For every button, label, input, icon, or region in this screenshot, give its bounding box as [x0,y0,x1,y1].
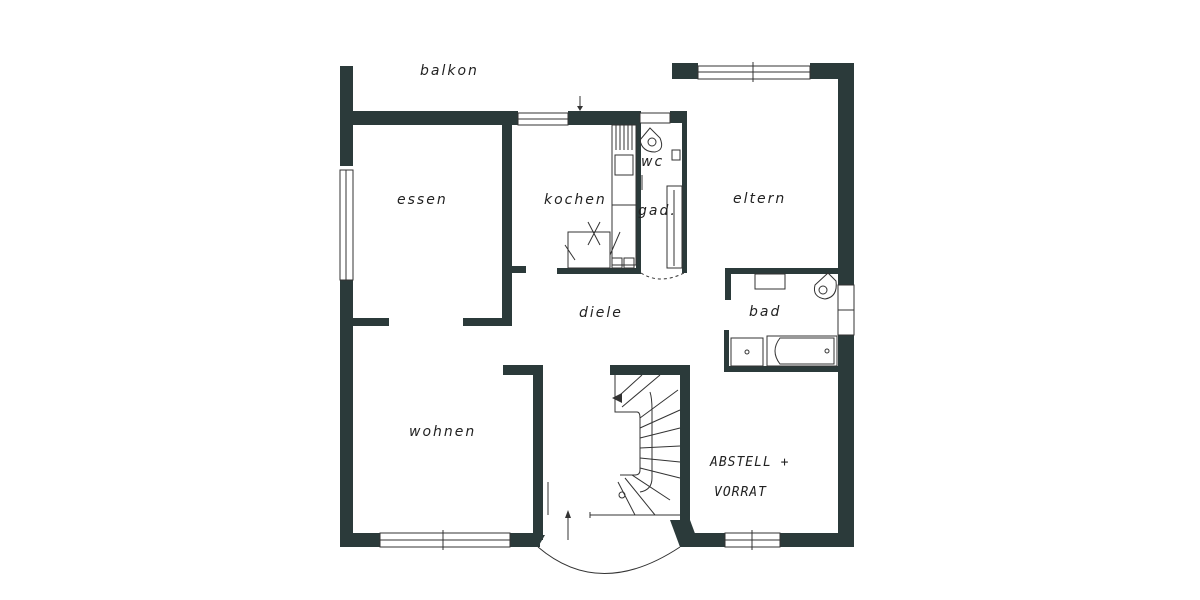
staircase [537,374,681,574]
label-wohnen: wohnen [409,424,476,440]
label-essen: essen [397,192,448,208]
room-labels: balkon essen kochen wc gad. eltern diele… [397,63,789,500]
windows [339,62,855,550]
label-bad: bad [749,304,781,320]
label-diele: diele [579,305,623,321]
bath-fixtures [730,272,838,367]
kitchen-fixtures [564,124,637,269]
label-abstell: ABSTELL + [709,455,789,470]
walls [340,63,854,547]
label-vorrat: VORRAT [714,485,767,500]
label-kochen: kochen [544,192,607,208]
label-balkon: balkon [420,63,479,79]
label-wc: wc [641,154,664,170]
label-gad: gad. [638,203,677,219]
wc-fixtures [639,127,685,280]
label-eltern: eltern [733,191,786,207]
